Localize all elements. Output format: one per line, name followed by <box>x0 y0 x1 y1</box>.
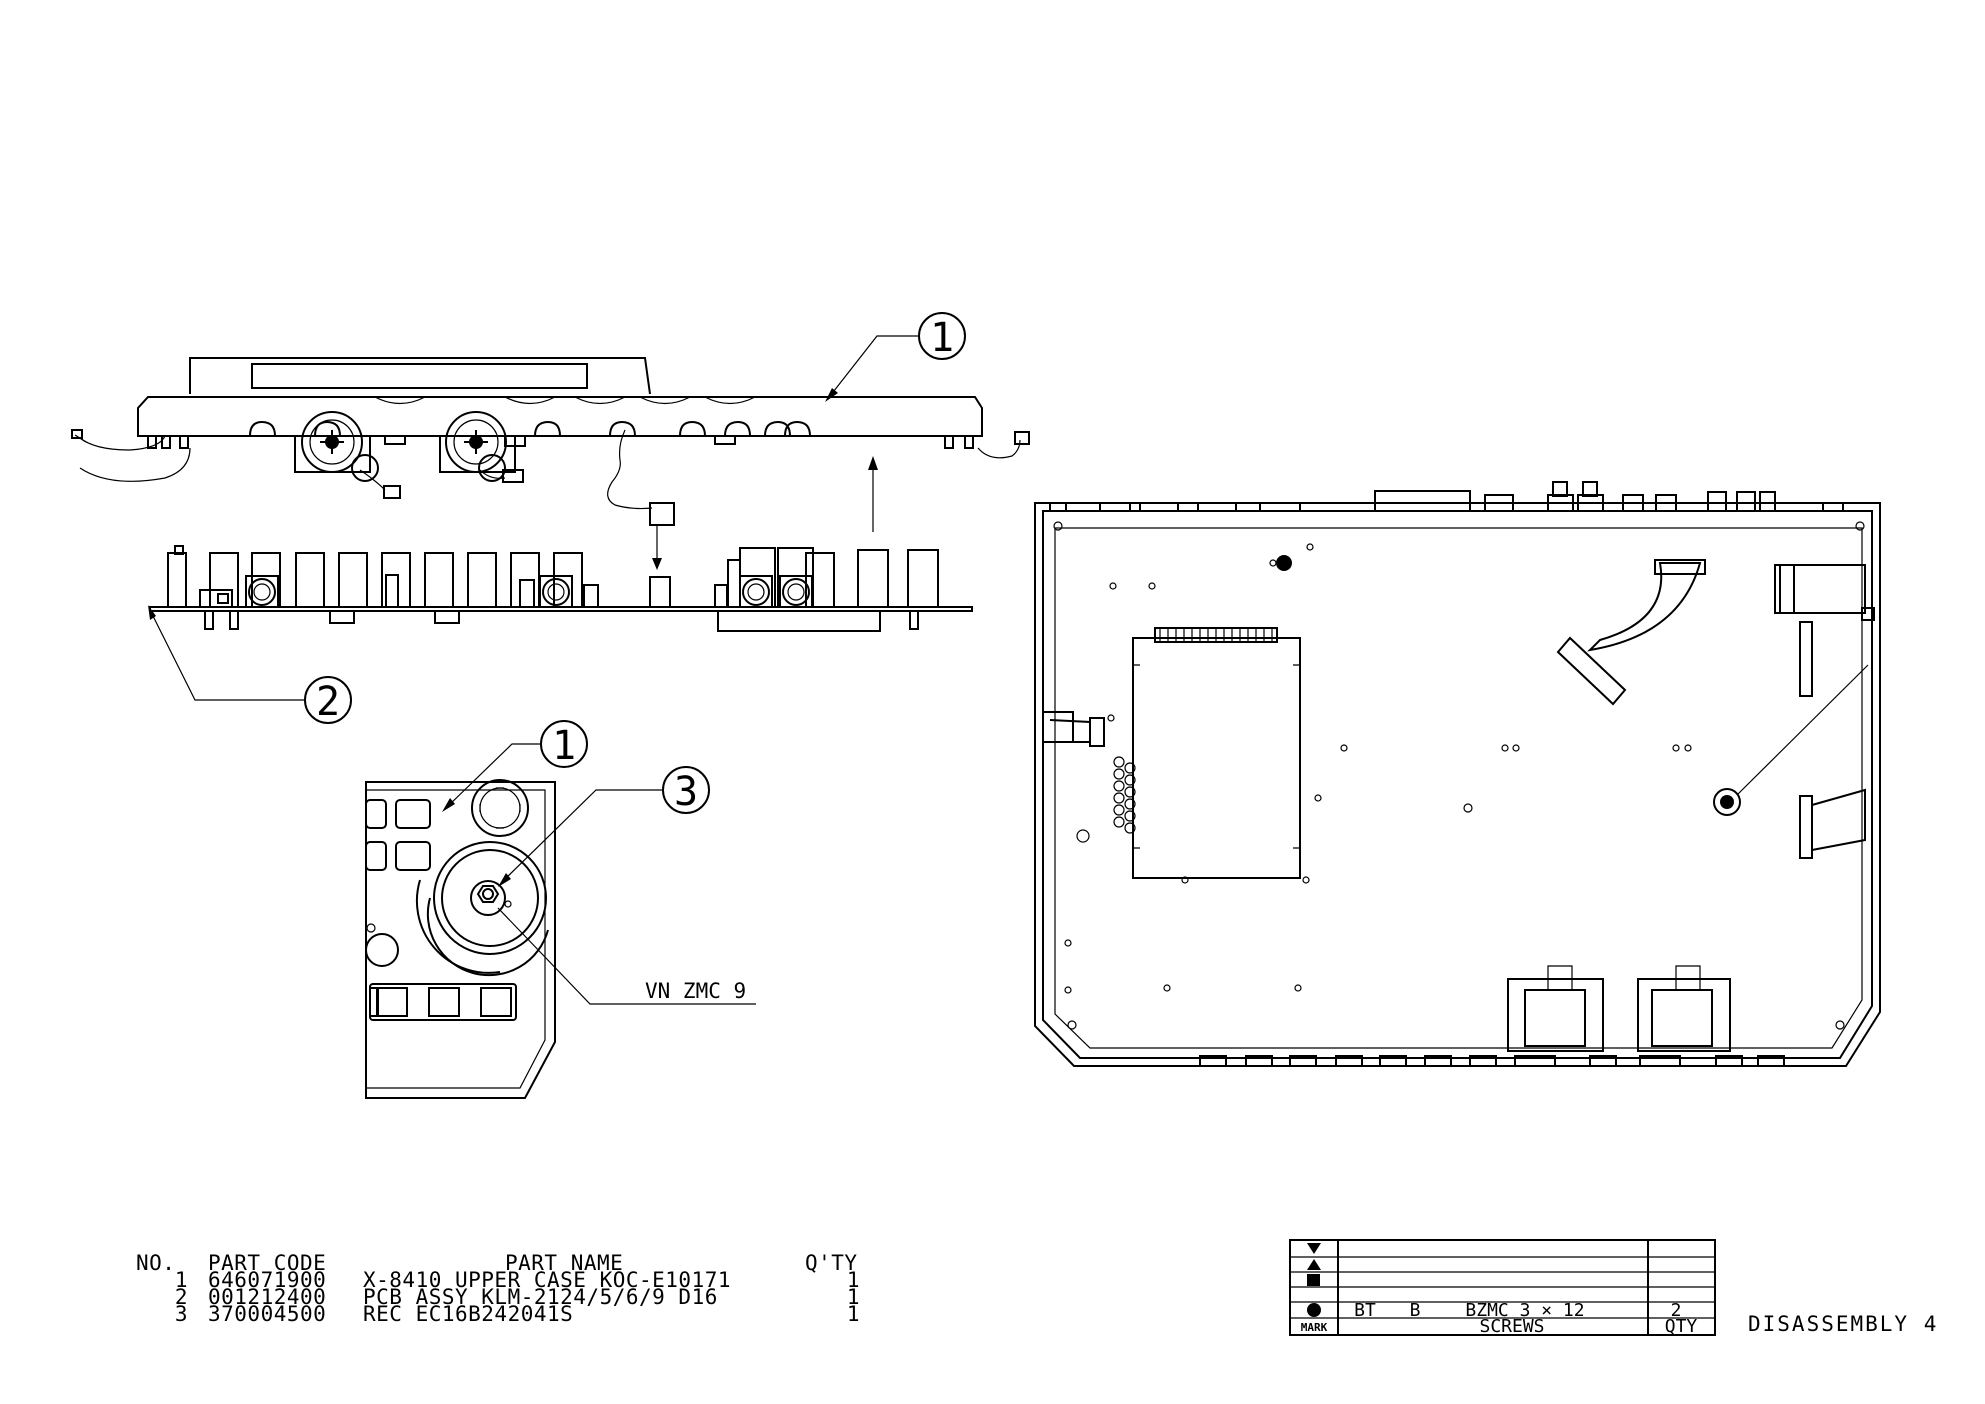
parts-row-qty: 1 <box>847 1285 860 1309</box>
triangle-up-icon <box>1307 1259 1321 1270</box>
balloon-label: 3 <box>674 769 698 815</box>
screw-callout: VN ZMC 9 <box>497 907 756 1005</box>
parts-row-no: 2 <box>175 1285 188 1309</box>
screws-header: SCREWS <box>1479 1316 1544 1337</box>
parts-row-name: PCB ASSY KLM-2124/5/6/9 D16 <box>363 1285 718 1309</box>
chassis-plan-view <box>1034 481 1881 1067</box>
pcb-side-view <box>149 545 973 632</box>
xlr-jack-right <box>439 411 526 483</box>
parts-row-no: 1 <box>175 1268 188 1292</box>
upper-case-side-view <box>71 357 1030 510</box>
parts-list: NO. PART CODE PART NAME Q'TY 1 646071900… <box>136 1251 860 1326</box>
parts-row-code: 370004500 <box>208 1302 326 1326</box>
screw-qty: 2 <box>1671 1300 1682 1321</box>
assembly-arrows <box>649 456 878 570</box>
parts-header-code: PART CODE <box>208 1251 326 1275</box>
qty-header: QTY <box>1665 1316 1698 1337</box>
parts-row-qty: 1 <box>847 1268 860 1292</box>
xlr-jack-left <box>294 411 401 499</box>
control-panel-view <box>365 779 556 1099</box>
parts-header-qty: Q'TY <box>805 1251 858 1275</box>
balloon-label: 2 <box>316 679 340 725</box>
screw-head: B <box>1410 1300 1421 1321</box>
balloon-label: 1 <box>930 315 954 361</box>
balloon-2-pcb: 2 <box>148 605 352 725</box>
parts-header-name: PART NAME <box>505 1251 623 1275</box>
circle-icon <box>1307 1303 1321 1317</box>
balloon-1-upper: 1 <box>825 312 966 402</box>
parts-row-qty: 1 <box>847 1302 860 1326</box>
balloon-3-receptacle: 3 <box>498 766 710 887</box>
parts-row-name: REC EC16B242041S <box>363 1302 573 1326</box>
parts-row-code: 646071900 <box>208 1268 326 1292</box>
mark-header: MARK <box>1301 1321 1328 1334</box>
screw-table: BT B BZMC 3 × 12 2 MARK SCREWS QTY <box>1289 1239 1716 1337</box>
parts-row-no: 3 <box>175 1302 188 1326</box>
balloon-1-panel: 1 <box>442 720 588 812</box>
parts-row-code: 001212400 <box>208 1285 326 1309</box>
parts-header-no: NO. <box>136 1251 175 1275</box>
screw-callout-label: VN ZMC 9 <box>645 979 746 1003</box>
balloon-label: 1 <box>552 723 576 769</box>
triangle-down-icon <box>1307 1243 1321 1254</box>
drawing-title: DISASSEMBLY 4 <box>1748 1312 1938 1336</box>
square-icon <box>1307 1274 1320 1286</box>
parts-row-name: X-8410 UPPER CASE KOC-E10171 <box>363 1268 731 1292</box>
screw-type: BT <box>1354 1300 1376 1321</box>
screw-spec: BZMC 3 × 12 <box>1465 1300 1584 1321</box>
